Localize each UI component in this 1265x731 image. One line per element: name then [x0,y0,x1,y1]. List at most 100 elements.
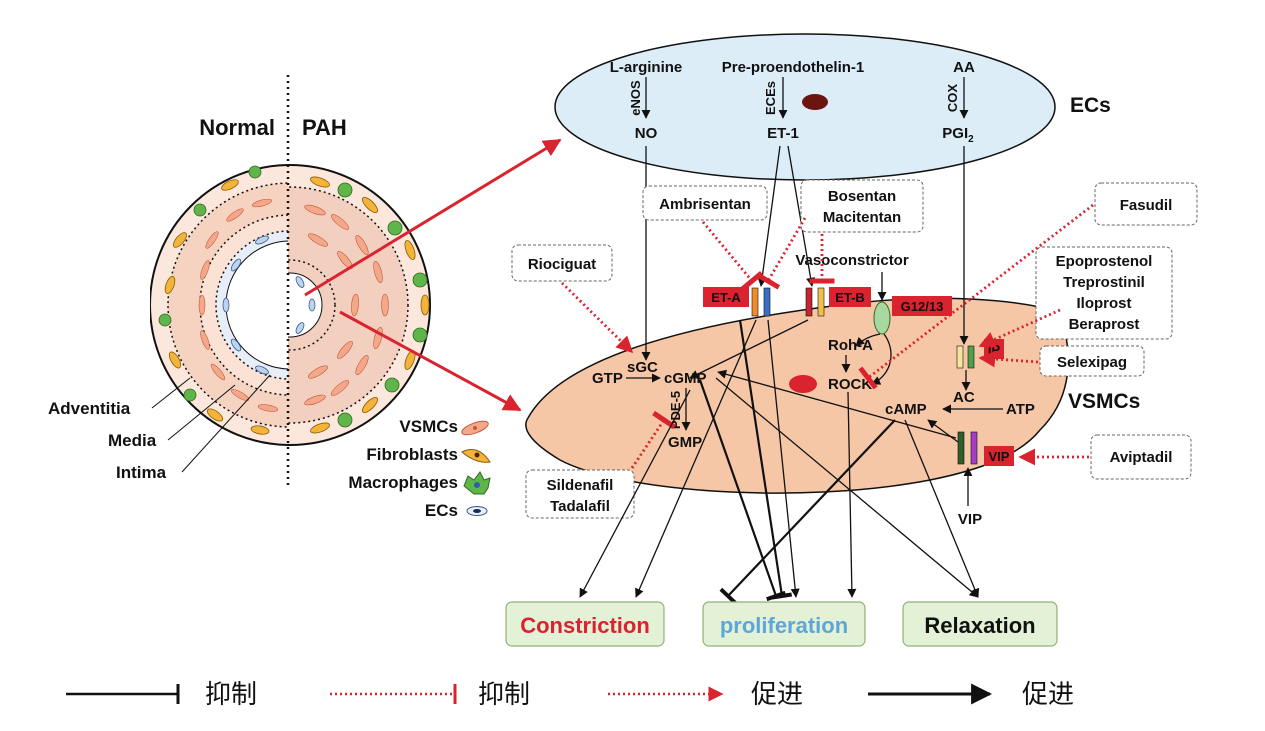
cgmp-to-relaxation-arrow [715,377,979,598]
cgmp-to-constriction-inhibit-line [579,389,691,598]
fasudil-inhibits-rock [858,203,1094,390]
endothelial-cell: ECs L-arginine eNOS NO Pre-proendothelin… [554,33,1111,181]
eta-to-proliferation-arrow [767,319,800,598]
normal-vessel-half [150,164,288,446]
svg-text:Tadalafil: Tadalafil [550,498,610,515]
svg-text:Epoprostenol: Epoprostenol [1056,253,1153,270]
vsmcs-label: VSMCs [1068,390,1140,413]
et1-to-etb-arrow [787,145,816,287]
bosentan-inhibits-eta [755,217,807,290]
pah-label: PAH [302,115,347,140]
eta-to-constriction-arrow [635,319,757,598]
aa-label: AA [953,59,975,76]
pde5-label: PDE-5 [668,391,683,429]
prostanoids-box: Epoprostenol Treprostinil Iloprost Berap… [1035,246,1173,340]
media-pointer [167,384,236,441]
ambrisentan-inhibits-eta [701,221,764,291]
fibroblasts-legend-label: Fibroblasts [366,445,458,464]
pde5-inhibitors-box: Sildenafil Tadalafil [525,469,635,519]
macrophage-icon [463,471,491,495]
bosentan-macitentan-box: Bosentan Macitentan [800,179,924,233]
ec-icon [466,506,488,516]
atp-label: ATP [1006,401,1035,418]
red-promote-legend-label: 促进 [751,680,803,710]
black-promote-legend-label: 促进 [1022,680,1074,710]
svg-text:VIP: VIP [989,449,1010,464]
arrow-legend: 抑制 抑制 促进 促进 [66,680,1074,710]
ac-label: AC [953,389,975,406]
aviptadil-box: Aviptadil [1090,434,1192,480]
vip-receptor-to-camp-arrow [927,419,959,443]
sgc-label: sGC [627,359,658,376]
selexipag-box: Selexipag [1039,345,1145,377]
vsmc-nucleus [789,375,817,393]
adventitia-label: Adventitia [48,399,131,418]
vsmc-icon [461,420,489,436]
svg-text:Relaxation: Relaxation [924,613,1035,638]
vip-ligand-label: VIP [958,511,982,528]
zoom-arrow-to-ecs [304,138,562,297]
svg-text:Selexipag: Selexipag [1057,354,1127,371]
black-inhibit-legend-label: 抑制 [205,680,257,710]
camp-to-relaxation-arrow [904,419,980,598]
rock-to-proliferation-arrow [847,391,857,598]
ecs-legend-label: ECs [425,501,458,520]
l-arginine-label: L-arginine [610,59,683,76]
svg-text:Sildenafil: Sildenafil [547,477,614,494]
fibroblast-icon [461,449,491,463]
intima-label: Intima [116,463,167,482]
et-b-receptor: ET-B [805,287,871,317]
eces-label: ECEs [763,81,778,115]
svg-text:IP: IP [988,342,1001,357]
svg-text:G12/13: G12/13 [901,299,944,314]
pgi2-label: PGI2 [942,125,974,145]
pre-proendothelin-label: Pre-proendothelin-1 [722,59,865,76]
adventitia-pointer [151,377,191,409]
red-inhibit-legend-label: 抑制 [478,680,530,710]
pah-vessel-half [288,164,431,446]
ecs-label: ECs [1070,94,1111,117]
proliferation-outcome: proliferation [702,601,866,647]
riociguat-activates-sgc [561,282,634,354]
constriction-outcome: Constriction [505,601,665,647]
et-1-label: ET-1 [767,125,799,142]
no-label: NO [635,125,658,142]
normal-label: Normal [199,115,275,140]
svg-text:Beraprost: Beraprost [1069,316,1140,333]
et1-to-eta-arrow [757,145,781,287]
svg-text:Aviptadil: Aviptadil [1110,449,1173,466]
rock-label: ROCK [828,376,872,393]
g12-13-protein: G12/13 [873,296,952,335]
camp-inhibits-proliferation [719,419,896,605]
media-label: Media [108,431,157,450]
vessel-cross-section: Normal PAH Adventitia Media Intima VSMCs… [48,75,491,520]
svg-text:Constriction: Constriction [520,613,650,638]
etb-to-cgmp-arrow [689,319,809,379]
relaxation-outcome: Relaxation [902,601,1058,647]
gtp-label: GTP [592,370,623,387]
svg-text:Iloprost: Iloprost [1077,295,1132,312]
svg-text:Fasudil: Fasudil [1120,197,1173,214]
svg-text:Treprostinil: Treprostinil [1063,274,1145,291]
svg-text:ET-B: ET-B [835,290,865,305]
cell-type-legend: VSMCs Fibroblasts Macrophages ECs [348,417,491,520]
riociguat-box: Riociguat [511,244,613,282]
svg-text:Bosentan: Bosentan [828,188,896,205]
et-a-receptor: ET-A [703,287,771,317]
enos-label: eNOS [628,80,643,116]
svg-text:Ambrisentan: Ambrisentan [659,196,751,213]
zoom-arrow-to-vsmcs [339,310,522,412]
g1213-to-roha-arrow [855,333,881,347]
svg-text:ET-A: ET-A [711,290,741,305]
svg-text:proliferation: proliferation [720,613,848,638]
ec-nucleus [802,94,828,110]
svg-text:Riociguat: Riociguat [528,256,596,273]
gmp-label: GMP [668,434,702,451]
eta-inhibit-proliferation-line [738,319,793,600]
roh-a-label: Roh-A [828,337,873,354]
camp-label: cAMP [885,401,927,418]
ambrisentan-box: Ambrisentan [642,185,768,221]
intima-pointer [181,374,271,473]
macrophages-legend-label: Macrophages [348,473,458,492]
